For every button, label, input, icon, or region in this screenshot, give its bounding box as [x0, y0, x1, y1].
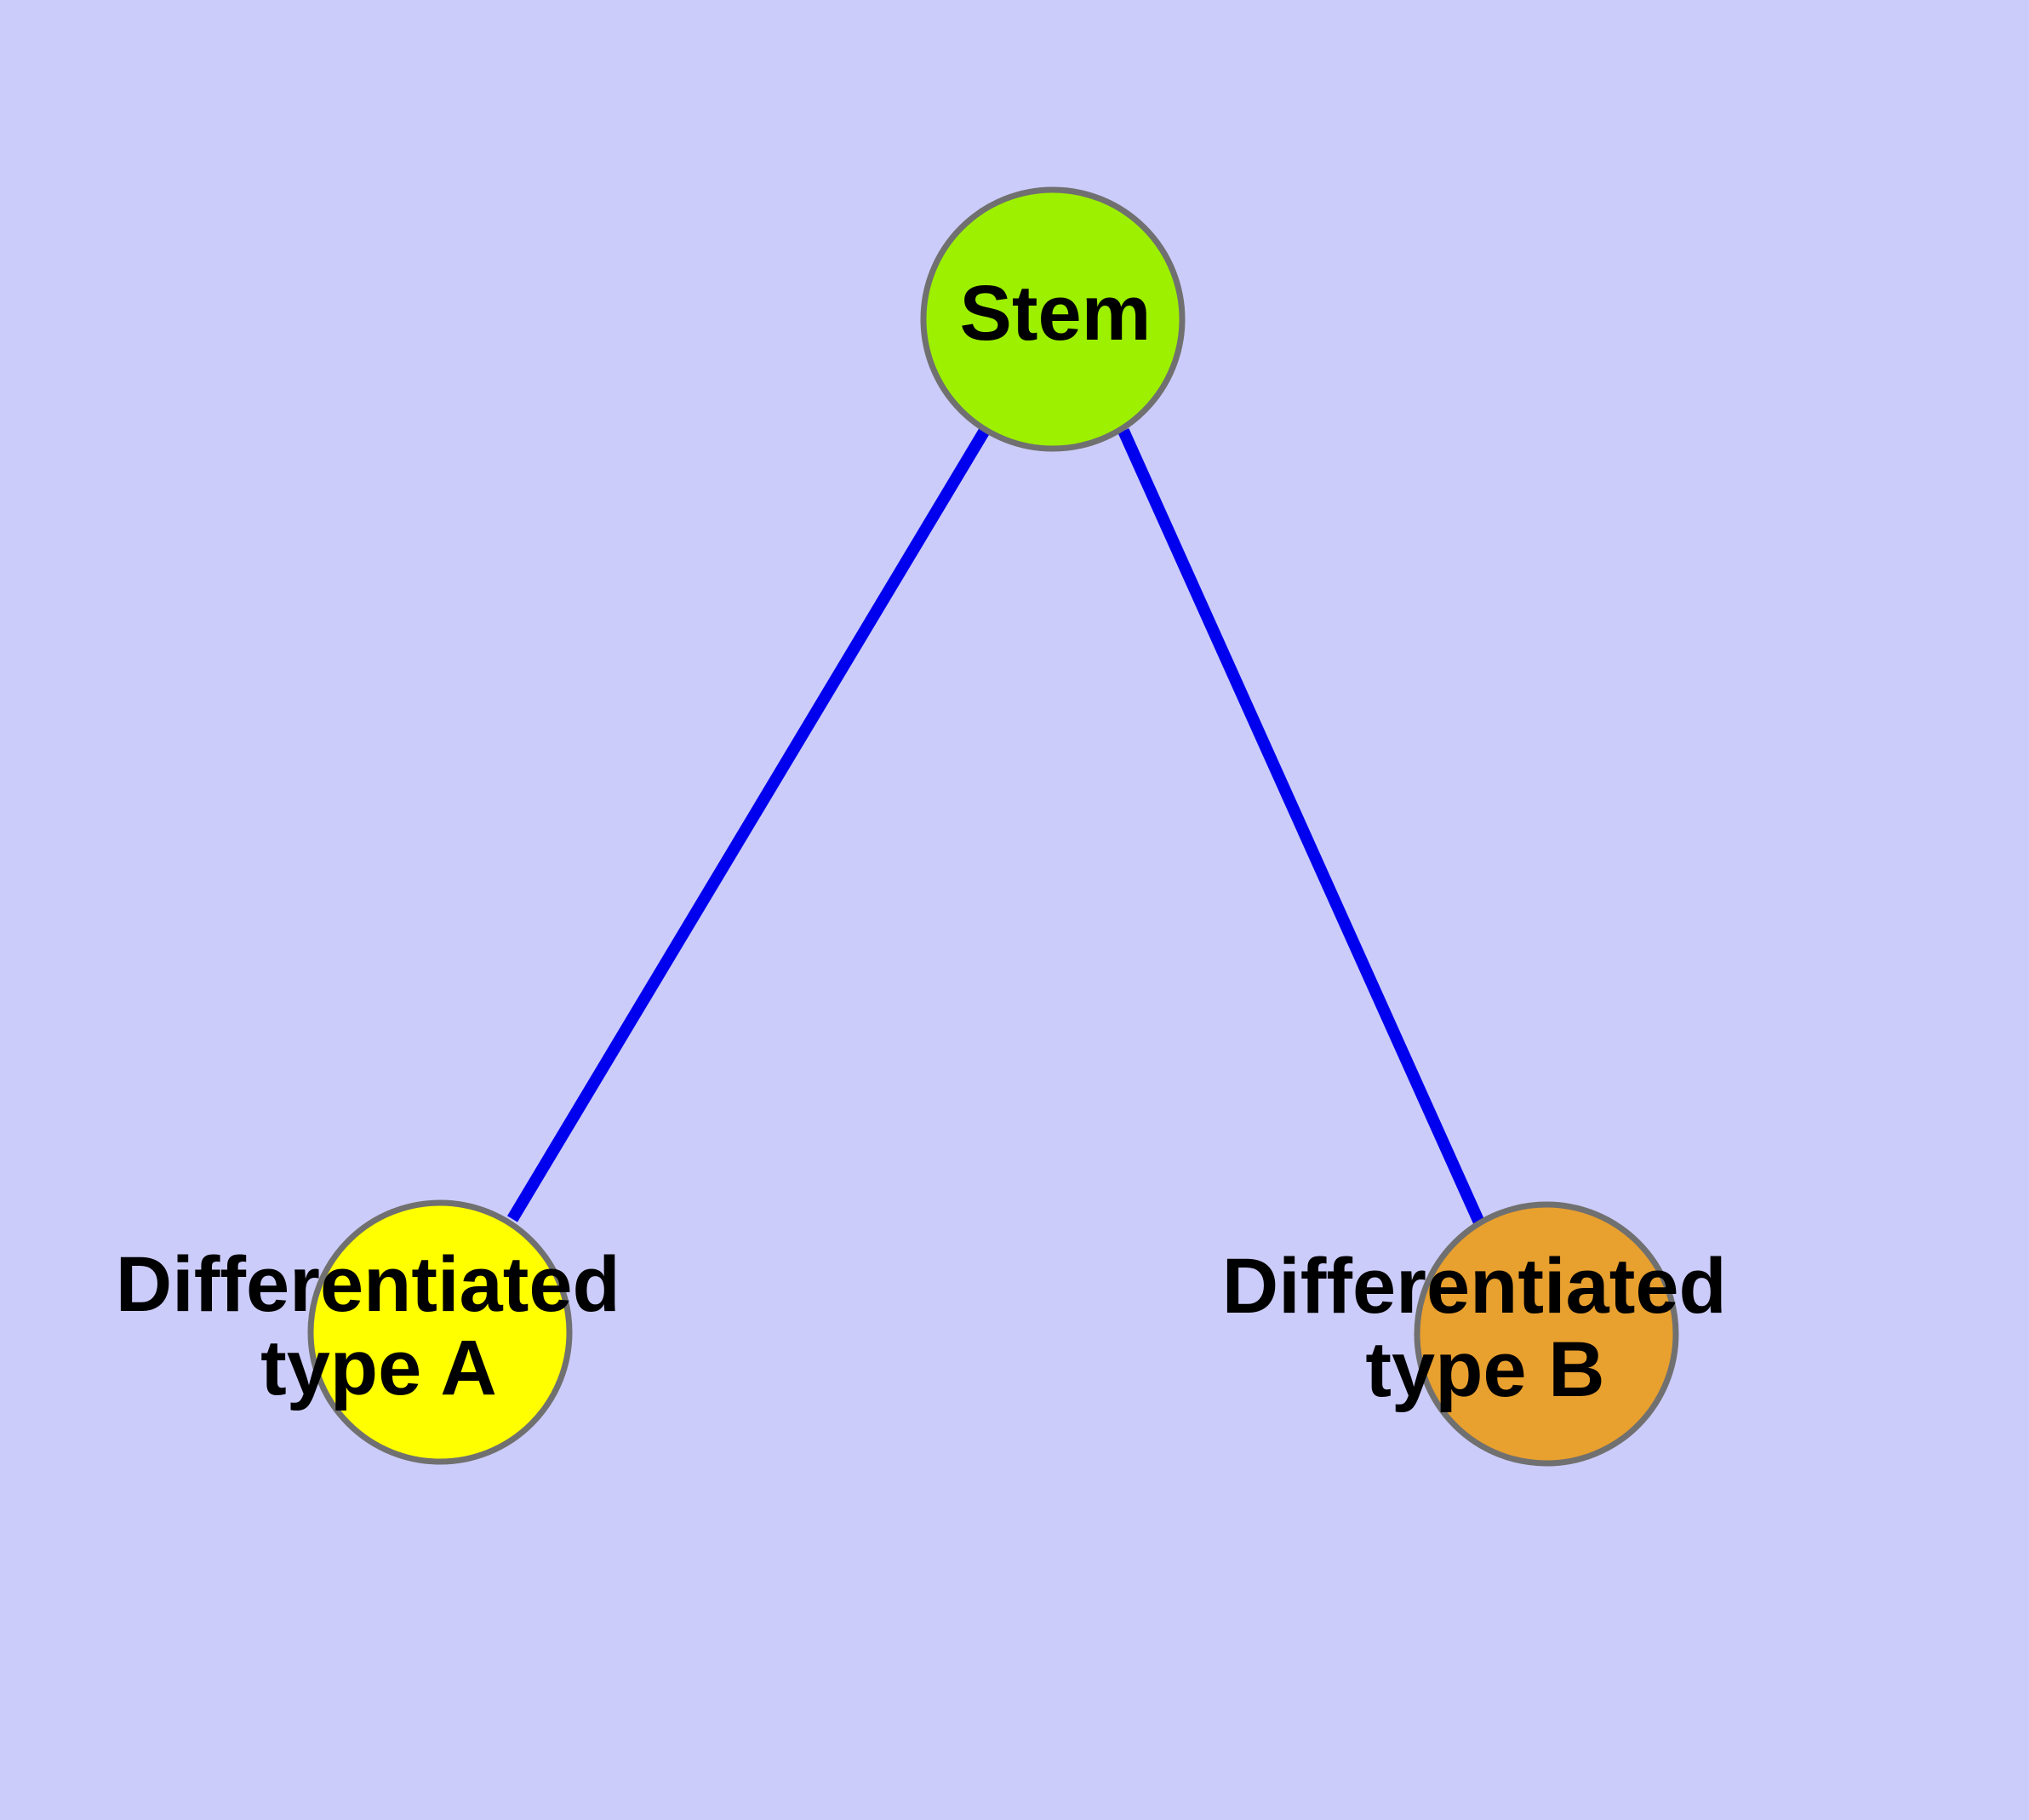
node-differentiated-type-b-label-line-1: Differentiated — [1222, 1243, 1727, 1330]
node-stem-label: Stem — [960, 270, 1152, 357]
node-differentiated-type-a-label: Differentiated type A — [116, 1241, 643, 1411]
edge-stem-to-differentiated-type-a[interactable] — [506, 426, 992, 1222]
node-layer — [307, 186, 1679, 1467]
node-differentiated-type-b-circle[interactable] — [1414, 1201, 1679, 1467]
node-differentiated-type-a-label-line-1: Differentiated — [116, 1241, 620, 1328]
node-stem-label-line-1: Stem — [960, 270, 1152, 357]
node-stem-circle[interactable] — [920, 186, 1186, 452]
edge-stem-to-differentiated-type-b[interactable] — [1117, 428, 1485, 1225]
edge-layer — [506, 426, 1485, 1225]
node-differentiated-type-a[interactable] — [307, 1199, 573, 1465]
node-differentiated-type-a-label-line-2: type A — [260, 1325, 497, 1411]
label-layer: Stem Differentiated type A Differentiate… — [116, 270, 1749, 1413]
node-differentiated-type-b-label-line-2: type B — [1365, 1326, 1604, 1413]
node-differentiated-type-b[interactable] — [1414, 1201, 1679, 1467]
node-differentiated-type-a-circle[interactable] — [307, 1199, 573, 1465]
node-differentiated-type-b-label: Differentiated type B — [1222, 1243, 1749, 1413]
node-stem[interactable] — [920, 186, 1186, 452]
